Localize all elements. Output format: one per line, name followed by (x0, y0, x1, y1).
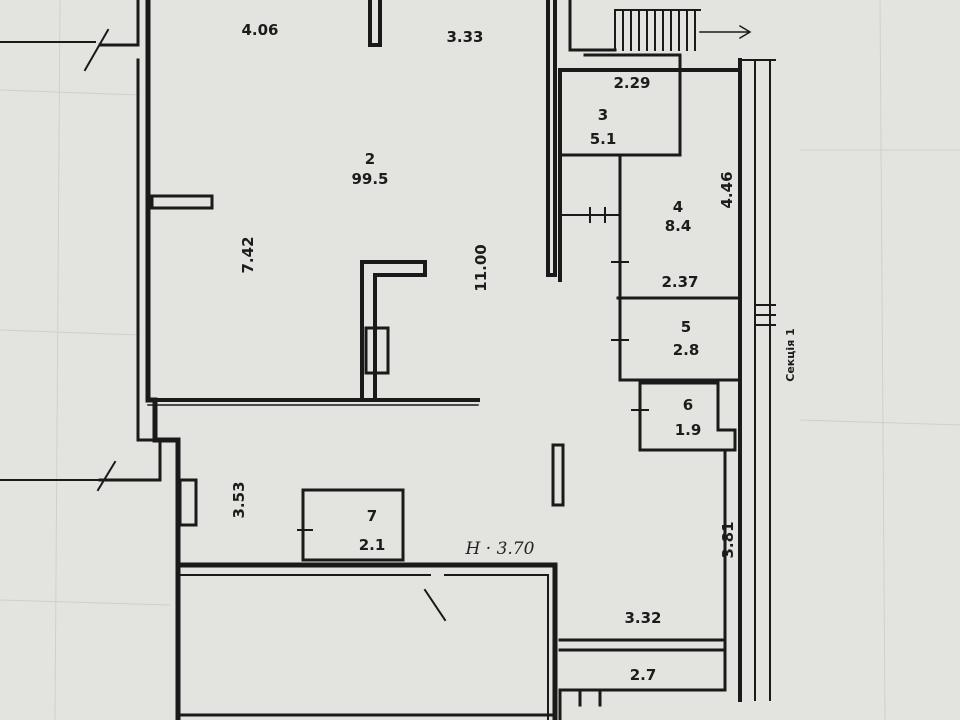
labels: 4.06 3.33 2 99.5 7.42 11.00 2.29 3 5.1 4… (230, 21, 797, 684)
dim-top-right: 3.33 (446, 28, 483, 46)
dim-top-left: 4.06 (241, 21, 278, 39)
room-2-area: 99.5 (351, 170, 388, 188)
dim-room4-height: 4.46 (718, 171, 736, 208)
dim-room4-width: 2.37 (661, 273, 698, 291)
stairs (614, 9, 752, 51)
room-8-area: 2.7 (630, 666, 657, 684)
room-3-area: 5.1 (590, 130, 617, 148)
dim-bottom-width: 3.32 (624, 609, 661, 627)
dim-lower-right: 3.81 (719, 521, 737, 558)
room-2-number: 2 (365, 150, 375, 168)
room-7-area: 2.1 (359, 536, 386, 554)
section-label: Секція 1 (784, 328, 797, 381)
dim-lower-left: 3.53 (230, 481, 248, 518)
dim-room3-width: 2.29 (613, 74, 650, 92)
dim-room2-height: 7.42 (239, 236, 257, 273)
handwritten-note: Н · 3.70 (465, 539, 535, 559)
room-3-number: 3 (598, 106, 608, 124)
walls (0, 0, 776, 720)
room-4-area: 8.4 (665, 217, 692, 235)
room-5-area: 2.8 (673, 341, 700, 359)
room-5-number: 5 (681, 318, 691, 336)
room-6-number: 6 (683, 396, 693, 414)
room-7-number: 7 (367, 507, 377, 525)
dim-room2-length: 11.00 (472, 244, 490, 291)
room-6-area: 1.9 (675, 421, 702, 439)
room-4-number: 4 (673, 198, 683, 216)
